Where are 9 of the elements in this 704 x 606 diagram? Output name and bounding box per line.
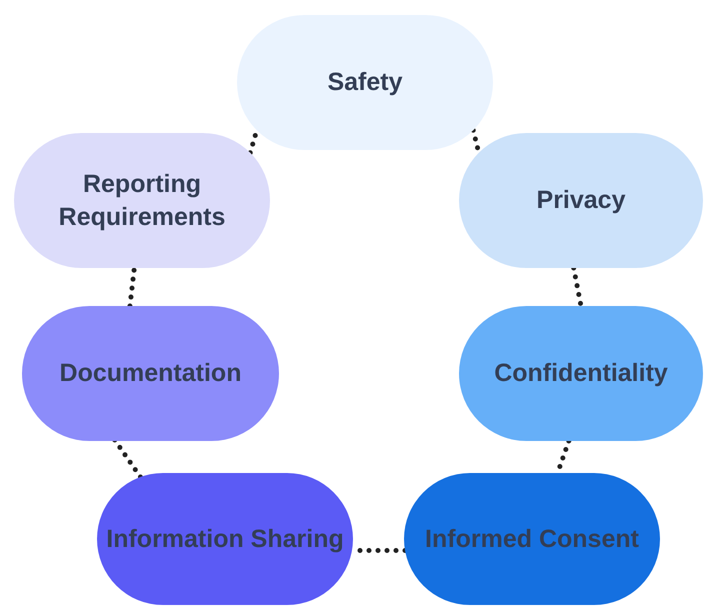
dotted-connector (127, 266, 137, 308)
node-label: Documentation (60, 358, 242, 390)
node-label: Privacy (536, 185, 626, 216)
dotted-connector (571, 266, 584, 308)
node-label: Safety (327, 67, 403, 98)
node-label: Informed Consent (425, 524, 639, 555)
node-label: Reporting Requirements (58, 169, 226, 232)
node-label: Information Sharing (106, 524, 344, 555)
node-label: Confidentiality (494, 358, 668, 390)
